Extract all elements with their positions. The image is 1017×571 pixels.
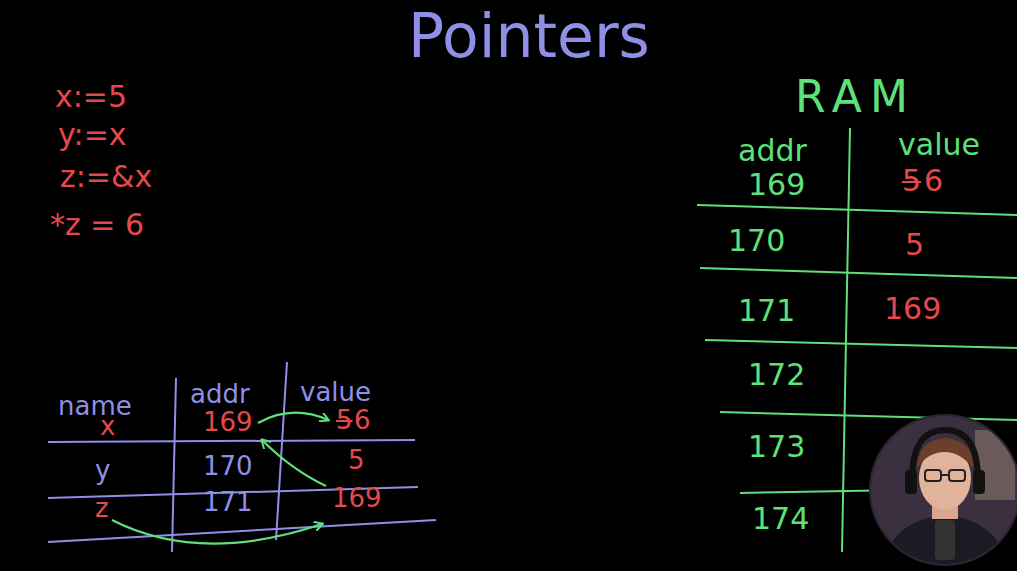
value-cell: 169 [884, 292, 941, 327]
table-lines [48, 362, 436, 552]
code-line: x:=5 [55, 80, 127, 115]
value-cell: 5 [902, 164, 921, 199]
webcam-inset [869, 414, 1017, 571]
value-cell: 5 [348, 446, 365, 476]
value-cell: 5 [905, 228, 924, 263]
column-header: name [58, 392, 132, 422]
address-cell: 173 [748, 430, 805, 465]
address-cell: 174 [752, 502, 809, 537]
value-cell: 169 [332, 484, 382, 514]
column-header: addr [738, 134, 807, 169]
column-header: value [898, 128, 980, 163]
variable-name: z [95, 494, 109, 524]
code-line: *z = 6 [50, 208, 144, 243]
address-cell: 169 [748, 168, 805, 203]
variable-name: x [100, 412, 115, 442]
address-cell: 171 [738, 294, 795, 329]
ram-table-lines [697, 128, 1017, 552]
value-cell: 6 [924, 164, 943, 199]
code-line: z:=&x [60, 160, 152, 195]
variable-name: y [95, 456, 110, 486]
value-cell: 5 [336, 406, 353, 436]
column-header: addr [190, 380, 250, 410]
column-header: value [300, 378, 371, 408]
board-title: Pointers [408, 2, 650, 71]
code-line: y:=x [58, 118, 127, 153]
address-cell: 171 [203, 488, 253, 518]
address-cell: 169 [203, 408, 253, 438]
ram-title: RAM [795, 72, 916, 123]
value-cell: 6 [354, 406, 371, 436]
address-cell: 170 [203, 452, 253, 482]
address-cell: 172 [748, 358, 805, 393]
address-cell: 170 [728, 224, 785, 259]
